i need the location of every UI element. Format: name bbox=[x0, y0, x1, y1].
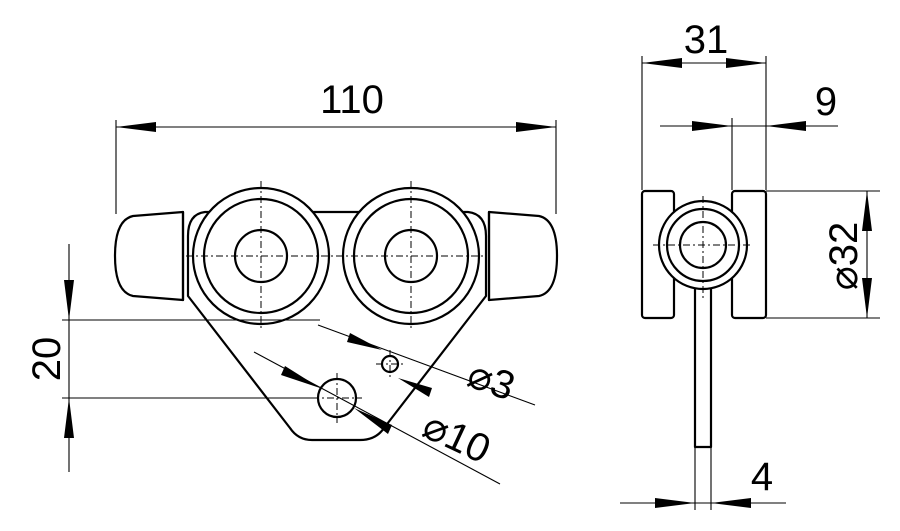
dim-small-hole: ⌀3 bbox=[317, 324, 536, 409]
dim-label-wheel-diameter: ⌀32 bbox=[822, 222, 866, 291]
dim-overall-width: 110 bbox=[115, 78, 557, 214]
dim-label-stem-thickness: 4 bbox=[751, 455, 773, 499]
right-wheel bbox=[336, 181, 486, 331]
dim-label-overall-width: 110 bbox=[320, 78, 384, 122]
dim-wheel-diameter: ⌀32 bbox=[766, 190, 880, 319]
dim-label-side-width: 31 bbox=[684, 18, 729, 62]
dim-large-hole: ⌀10 bbox=[253, 351, 501, 485]
dim-label-hub-width: 9 bbox=[815, 80, 837, 124]
large-hole bbox=[312, 373, 362, 423]
dim-label-offset-height: 20 bbox=[25, 337, 69, 382]
right-bumper bbox=[487, 210, 559, 302]
dim-label-small-hole: ⌀3 bbox=[462, 352, 521, 409]
side-stem bbox=[693, 278, 713, 449]
bracket-plate bbox=[186, 210, 488, 442]
dim-offset-height: 20 bbox=[25, 244, 320, 472]
front-view bbox=[113, 181, 559, 442]
dim-stem-thickness: 4 bbox=[620, 448, 786, 510]
left-wheel bbox=[186, 181, 336, 331]
dim-hub-width: 9 bbox=[660, 80, 838, 190]
left-bumper bbox=[113, 210, 185, 302]
side-view bbox=[640, 189, 768, 449]
dim-label-large-hole: ⌀10 bbox=[416, 403, 497, 472]
dim-side-width: 31 bbox=[641, 18, 767, 190]
small-hole bbox=[376, 350, 404, 378]
